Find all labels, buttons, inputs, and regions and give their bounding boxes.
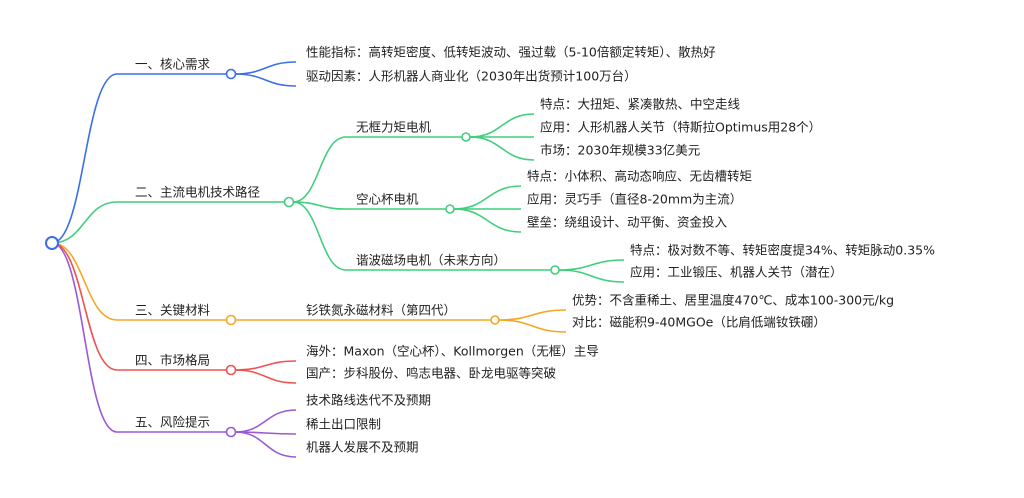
branch-label: 五、风险提示 [135, 415, 210, 430]
branch-connector [51, 201, 118, 244]
leaf-connector [453, 185, 522, 210]
branch-label: 三、关键材料 [135, 303, 211, 318]
child-connector [234, 360, 297, 371]
child-connector [234, 431, 297, 458]
collapse-toggle[interactable] [490, 315, 500, 325]
leaf-label: 应用：人形机器人关节（特斯拉Optimus用28个） [540, 120, 821, 135]
child-connector [234, 61, 297, 75]
child-label: 空心杯电机 [356, 192, 419, 207]
branch-label: 二、主流电机技术路径 [135, 185, 260, 200]
child-label: 技术路线迭代不及预期 [306, 393, 431, 408]
child-connector [234, 409, 297, 433]
branch-connector [51, 73, 118, 244]
collapse-toggle[interactable] [225, 364, 237, 376]
leaf-label: 特点：极对数不等、转矩密度提34%、转矩脉动0.35% [630, 243, 935, 258]
leaf-label: 市场：2030年规模33亿美元 [540, 143, 700, 158]
child-label: 稀土出口限制 [306, 417, 381, 432]
child-label: 钐铁氮永磁材料（第四代） [306, 303, 456, 318]
leaf-label: 优势：不含重稀土、居里温度470℃、成本100-300元/kg [572, 293, 894, 308]
root-node[interactable] [45, 236, 59, 250]
branch-connector [51, 242, 118, 433]
collapse-toggle[interactable] [225, 68, 237, 80]
child-connector [234, 369, 297, 384]
collapse-toggle[interactable] [225, 314, 237, 326]
collapse-toggle[interactable] [445, 204, 455, 214]
leaf-connector [498, 319, 567, 333]
branch-connector [51, 242, 118, 371]
child-connector [234, 73, 297, 87]
leaf-connector [453, 208, 522, 233]
child-label: 驱动因素：人形机器人商业化（2030年出货预计100万台） [306, 69, 637, 84]
leaf-label: 特点：小体积、高动态响应、无齿槽转矩 [527, 169, 752, 184]
leaf-label: 应用：灵巧手（直径8-20mm为主流） [527, 192, 742, 207]
collapse-toggle[interactable] [461, 132, 471, 142]
leaf-label: 对比：磁能积9-40MGOe（比肩低端钕铁硼） [572, 315, 826, 330]
child-connector [292, 201, 347, 210]
collapse-toggle[interactable] [283, 196, 295, 208]
collapse-toggle[interactable] [225, 426, 237, 438]
collapse-toggle[interactable] [550, 265, 560, 275]
leaf-connector [558, 269, 625, 283]
leaf-label: 特点：大扭矩、紧凑散热、中空走线 [540, 97, 741, 112]
child-label: 性能指标：高转矩密度、低转矩波动、强过载（5-10倍额定转矩）、散热好 [306, 45, 716, 60]
child-label: 海外：Maxon（空心杯）、Kollmorgen（无框）主导 [306, 344, 599, 359]
leaf-label: 应用：工业锻压、机器人关节（潜在） [630, 265, 843, 280]
branch-label: 四、市场格局 [135, 353, 210, 368]
child-label: 机器人发展不及预期 [306, 440, 419, 455]
leaf-connector [469, 113, 535, 138]
child-label: 谐波磁场电机（未来方向） [356, 253, 506, 268]
leaf-connector [469, 136, 535, 161]
mind-map-nodes: 一、核心需求 性能指标：高转矩密度、低转矩波动、强过载（5-10倍额定转矩）、散热… [45, 45, 935, 455]
child-label: 国产：步科股份、鸣志电器、卧龙电驱等突破 [306, 366, 556, 381]
child-connector [292, 136, 347, 203]
leaf-connector [498, 309, 567, 321]
leaf-connector [558, 259, 625, 271]
mind-map-connectors [51, 61, 625, 458]
child-label: 无框力矩电机 [356, 120, 432, 135]
leaf-label: 壁垒：绕组设计、动平衡、资金投入 [527, 215, 728, 230]
branch-label: 一、核心需求 [135, 57, 211, 72]
child-connector [292, 201, 347, 271]
branch-connector [51, 242, 118, 321]
